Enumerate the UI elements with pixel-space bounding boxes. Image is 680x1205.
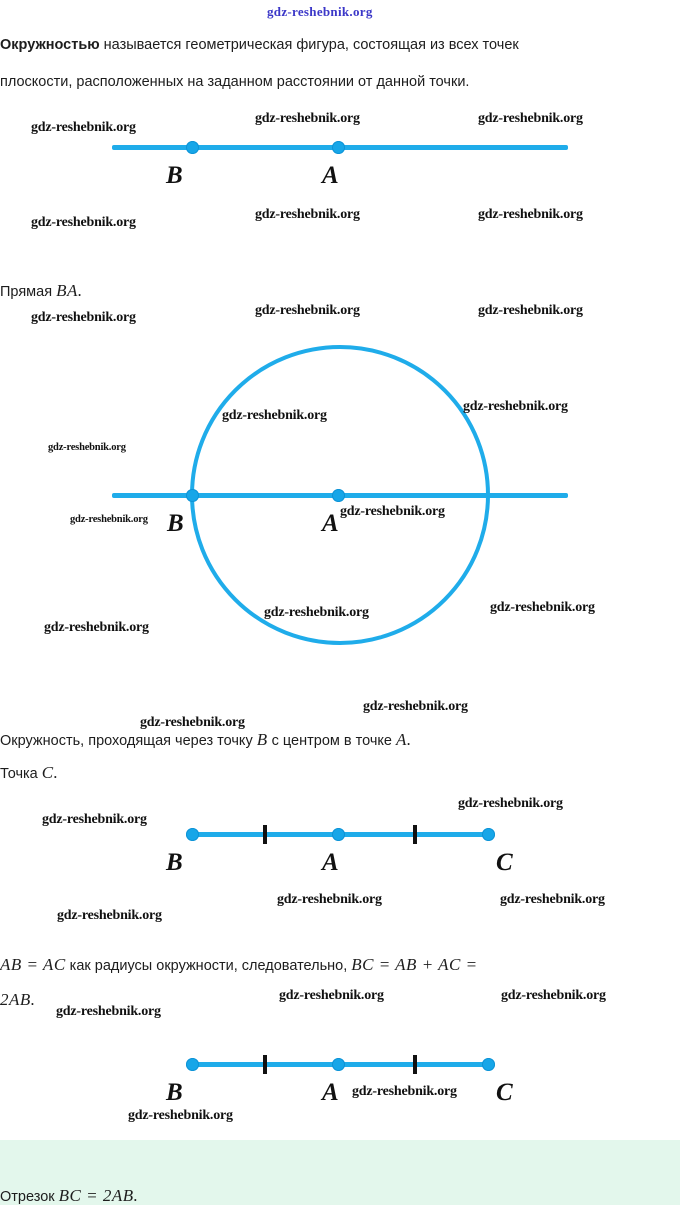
caption-circle: Окружность, проходящая через точку B с ц… <box>0 730 412 750</box>
point-b-label: B <box>166 162 183 189</box>
caption-circle-text1: Окружность, проходящая через точку <box>0 733 257 749</box>
segment2-tick-right <box>413 1055 417 1074</box>
watermark: gdz-reshebnik.org <box>70 514 148 525</box>
watermark: gdz-reshebnik.org <box>352 1084 457 1099</box>
proof-text-reason: как радиусы окружности, следовательно, <box>65 958 352 974</box>
watermark: gdz-reshebnik.org <box>340 504 445 519</box>
watermark: gdz-reshebnik.org <box>267 4 373 19</box>
segment1-point-a-dot <box>332 828 345 841</box>
answer-panel <box>0 1140 680 1205</box>
proof-line1: AB = AC как радиусы окружности, следоват… <box>0 955 478 975</box>
watermark: gdz-reshebnik.org <box>279 988 384 1003</box>
watermark: gdz-reshebnik.org <box>255 111 360 126</box>
watermark: gdz-reshebnik.org <box>363 699 468 714</box>
segment1-point-b-dot <box>186 828 199 841</box>
caption-circle-text2: с центром в точке <box>267 733 397 749</box>
watermark: gdz-reshebnik.org <box>463 399 568 414</box>
watermark: gdz-reshebnik.org <box>264 605 369 620</box>
point-b-dot <box>186 141 199 154</box>
answer-math: BC = 2AB. <box>58 1186 139 1205</box>
watermark: gdz-reshebnik.org <box>57 908 162 923</box>
point-a-label: A <box>322 162 339 189</box>
caption-point-text: Точка <box>0 766 42 782</box>
watermark: gdz-reshebnik.org <box>56 1004 161 1019</box>
segment1-label-c: C <box>496 849 513 876</box>
watermark: gdz-reshebnik.org <box>140 715 245 730</box>
segment2-label-c: C <box>496 1079 513 1106</box>
proof-line2: 2AB. <box>0 990 36 1009</box>
segment1-tick-left <box>263 825 267 844</box>
watermark: gdz-reshebnik.org <box>128 1108 233 1123</box>
segment2-point-b-dot <box>186 1058 199 1071</box>
definition-rest: называется геометрическая фигура, состоя… <box>99 37 519 53</box>
segment1-label-b: B <box>166 849 183 876</box>
watermark: gdz-reshebnik.org <box>222 408 327 423</box>
segment2-tick-left <box>263 1055 267 1074</box>
segment1-point-c-dot <box>482 828 495 841</box>
proof-math-bc: BC = AB + AC = <box>351 955 478 974</box>
caption-line-ba-math: BA. <box>56 281 83 300</box>
segment2-label-b: B <box>166 1079 183 1106</box>
point-a-dot <box>332 141 345 154</box>
circle-point-b-dot <box>186 489 199 502</box>
watermark: gdz-reshebnik.org <box>478 111 583 126</box>
watermark: gdz-reshebnik.org <box>501 988 606 1003</box>
answer-line: Отрезок BC = 2AB. <box>0 1186 138 1205</box>
circle-center-a-label: A <box>322 510 339 537</box>
watermark: gdz-reshebnik.org <box>48 442 126 453</box>
watermark: gdz-reshebnik.org <box>500 892 605 907</box>
answer-prefix: Отрезок <box>0 1189 59 1205</box>
watermark: gdz-reshebnik.org <box>44 620 149 635</box>
watermark: gdz-reshebnik.org <box>478 303 583 318</box>
definition-paragraph-line2: плоскости, расположенных на заданном рас… <box>0 74 470 90</box>
caption-circle-a: A. <box>396 730 412 749</box>
segment2-point-a-dot <box>332 1058 345 1071</box>
watermark: gdz-reshebnik.org <box>255 303 360 318</box>
caption-point-c: Точка C. <box>0 763 58 783</box>
watermark: gdz-reshebnik.org <box>31 310 136 325</box>
segment1-label-a: A <box>322 849 339 876</box>
watermark: gdz-reshebnik.org <box>478 207 583 222</box>
watermark: gdz-reshebnik.org <box>490 600 595 615</box>
circle-center-a-dot <box>332 489 345 502</box>
watermark: gdz-reshebnik.org <box>31 120 136 135</box>
caption-circle-b: B <box>256 730 268 749</box>
watermark: gdz-reshebnik.org <box>255 207 360 222</box>
caption-point-c-math: C. <box>41 763 59 782</box>
segment2-point-c-dot <box>482 1058 495 1071</box>
watermark: gdz-reshebnik.org <box>458 796 563 811</box>
watermark: gdz-reshebnik.org <box>277 892 382 907</box>
caption-line-ba: Прямая BA. <box>0 281 83 301</box>
caption-line-ba-text: Прямая <box>0 284 57 300</box>
watermark: gdz-reshebnik.org <box>31 215 136 230</box>
watermark: gdz-reshebnik.org <box>42 812 147 827</box>
definition-term: Окружностью <box>0 37 100 53</box>
segment1-tick-right <box>413 825 417 844</box>
segment2-label-a: A <box>322 1079 339 1106</box>
definition-paragraph-line1: Окружностью называется геометрическая фи… <box>0 37 519 54</box>
proof-math-ab-ac: AB = AC <box>0 955 66 974</box>
circle-point-b-label: B <box>167 510 184 537</box>
